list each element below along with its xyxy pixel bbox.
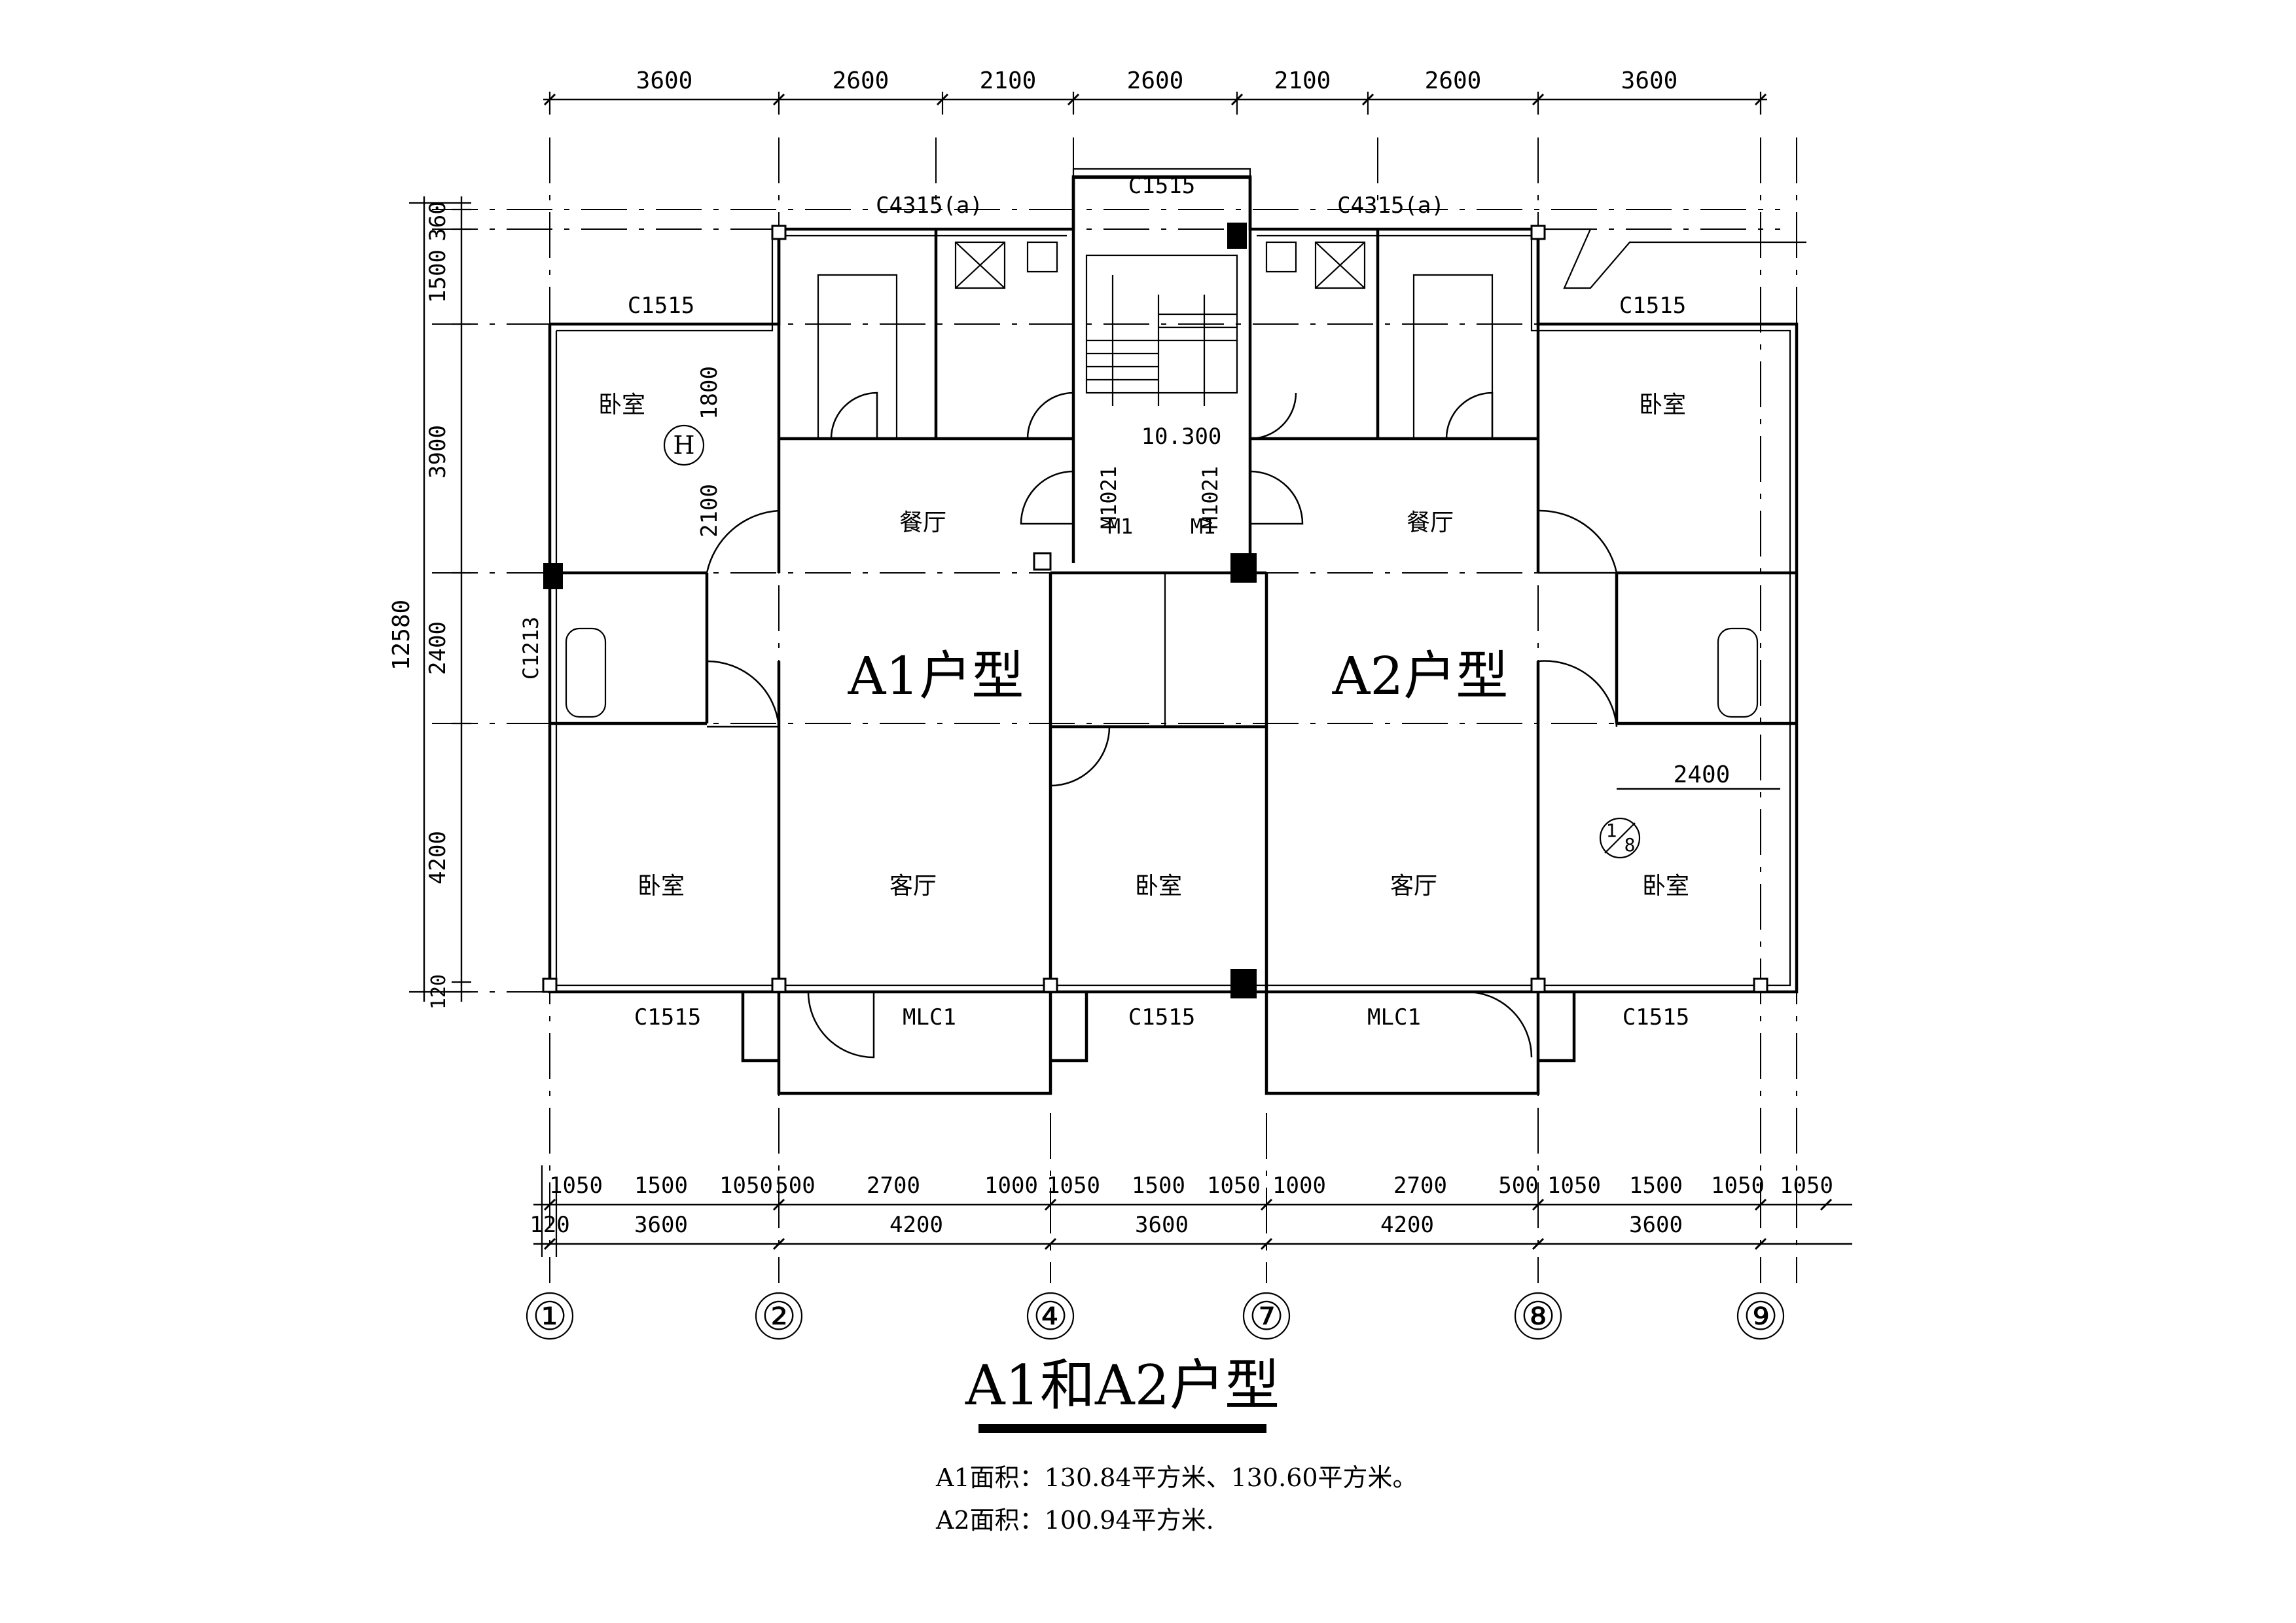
dim-bottom-d14: 1500 — [1629, 1173, 1683, 1199]
dim-bottom-d6: 1000 — [984, 1173, 1038, 1199]
dim-bottom-m5: 4200 — [1380, 1212, 1434, 1238]
room-bedroom-bottom-middle: 卧室 — [1135, 873, 1182, 900]
unit-label-a1: A1户型 — [848, 646, 1024, 706]
unit-label-a2: A2户型 — [1332, 646, 1509, 706]
dim-bottom-d1: 1050 — [549, 1173, 603, 1199]
dim-left-4200: 4200 — [425, 831, 451, 884]
bottom-dimension-chains: 1050 1500 1050 500 2700 1000 1050 1500 1… — [529, 1165, 1852, 1257]
dim-left-1500: 1500 — [425, 249, 451, 303]
window-c1515-bottom-2: C1515 — [1128, 1004, 1195, 1030]
window-c1515-bottom-3: C1515 — [1623, 1004, 1689, 1030]
window-c1213: C1213 — [518, 617, 543, 680]
left-dimension-chain: 360 1500 1800 2100 3900 2400 4200 120 12… — [388, 196, 723, 1010]
window-c1515-top-right: C1515 — [1619, 293, 1686, 319]
note-a2-area: A2面积：100.94平方米. — [935, 1506, 1214, 1535]
dim-top-6: 2600 — [1425, 67, 1482, 94]
room-dining-left: 餐厅 — [899, 509, 946, 536]
detail-reference: 1 8 — [1599, 817, 1641, 859]
dim-bottom-d5: 2700 — [867, 1173, 920, 1199]
axis-9: ⑨ — [1743, 1294, 1778, 1340]
dim-bottom-d10: 1000 — [1272, 1173, 1326, 1199]
dim-top-5: 2100 — [1274, 67, 1331, 94]
drawing-title: A1和A2户型 — [965, 1353, 1280, 1417]
window-c1515-bottom-1: C1515 — [634, 1004, 701, 1030]
room-bedroom-top-left: 卧室 — [598, 392, 645, 418]
dim-bottom-d11: 2700 — [1393, 1173, 1447, 1199]
walls — [548, 168, 1806, 1095]
dim-bottom-d12: 500 — [1498, 1173, 1538, 1199]
dim-left-360: 360 — [425, 201, 451, 241]
dim-left-3900: 3900 — [425, 425, 451, 479]
axis-8: ⑧ — [1520, 1294, 1556, 1340]
axis-2: ② — [761, 1294, 797, 1340]
door-labels: M1021 M1021 M1 M1 10.300 — [1096, 424, 1223, 539]
dim-bottom-d13: 1050 — [1547, 1173, 1601, 1199]
svg-text:H: H — [673, 431, 694, 460]
room-names: 卧室 餐厅 餐厅 卧室 卧室 客厅 卧室 客厅 卧室 — [598, 392, 1689, 900]
dim-bottom-d2: 1500 — [634, 1173, 688, 1199]
svg-text:2400: 2400 — [1674, 761, 1731, 788]
window-c4315-right: C4315(a) — [1337, 192, 1444, 219]
dim-bottom-d15: 1050 — [1711, 1173, 1765, 1199]
dim-top-1: 3600 — [636, 67, 693, 94]
columns — [542, 223, 1768, 998]
door-swings — [706, 392, 1618, 1059]
dim-left-2400: 2400 — [425, 621, 451, 675]
door-m1021-left: M1021 — [1096, 466, 1121, 529]
dim-top-3: 2100 — [980, 67, 1037, 94]
axis-7: ⑦ — [1249, 1294, 1284, 1340]
room-living-right: 客厅 — [1390, 873, 1437, 900]
dim-left-1800: 1800 — [696, 366, 723, 420]
window-labels: C4315(a) C4315(a) C1515 C1515 C1515 C121… — [518, 173, 1689, 1030]
dim-left-2100: 2100 — [696, 484, 723, 538]
door-m1-right: M1 — [1191, 514, 1216, 539]
dim-bottom-d16: 1050 — [1780, 1173, 1833, 1199]
right-bay-dimension: 2400 — [1617, 761, 1780, 790]
room-bedroom-bottom-right: 卧室 — [1642, 873, 1689, 900]
dim-bottom-d7: 1050 — [1047, 1173, 1100, 1199]
dim-bottom-d4: 500 — [775, 1173, 815, 1199]
room-bedroom-top-right: 卧室 — [1639, 392, 1686, 418]
dim-bottom-d9: 1050 — [1207, 1173, 1261, 1199]
dim-left-total: 12580 — [388, 600, 415, 670]
elevation-mark: 10.300 — [1141, 424, 1222, 450]
svg-text:8: 8 — [1624, 834, 1636, 856]
door-m1021-right: M1021 — [1198, 466, 1223, 529]
dim-top-4: 2600 — [1127, 67, 1184, 94]
dim-bottom-m1: 120 — [529, 1212, 569, 1238]
dim-bottom-d3: 1050 — [719, 1173, 773, 1199]
dim-bottom-m2: 3600 — [634, 1212, 688, 1238]
axis-4: ④ — [1033, 1294, 1068, 1340]
top-dimension-chain: 3600 2600 2100 2600 2100 2600 3600 — [543, 67, 1767, 115]
room-bedroom-bottom-left: 卧室 — [637, 873, 685, 900]
dim-top-7: 3600 — [1621, 67, 1678, 94]
window-c4315-left: C4315(a) — [876, 192, 983, 219]
title-underline — [978, 1424, 1266, 1433]
svg-text:1: 1 — [1606, 820, 1617, 841]
door-m1-left: M1 — [1108, 514, 1134, 539]
window-mlc1-bottom-1: MLC1 — [903, 1004, 956, 1030]
dim-bottom-d8: 1500 — [1132, 1173, 1185, 1199]
room-living-left: 客厅 — [889, 873, 937, 900]
axis-1: ① — [532, 1294, 567, 1340]
dim-bottom-m4: 3600 — [1135, 1212, 1189, 1238]
window-c1515-top-left: C1515 — [628, 293, 694, 319]
window-c1515-stair: C1515 — [1128, 173, 1195, 199]
window-mlc1-bottom-2: MLC1 — [1367, 1004, 1421, 1030]
dim-bottom-m6: 3600 — [1629, 1212, 1683, 1238]
dim-top-2: 2600 — [833, 67, 889, 94]
note-a1-area: A1面积：130.84平方米、130.60平方米。 — [935, 1463, 1418, 1492]
axis-bubbles: ① ② ④ ⑦ ⑧ ⑨ — [526, 1292, 1785, 1340]
grid-bubble-h: H — [663, 424, 705, 466]
room-dining-right: 餐厅 — [1407, 509, 1454, 536]
dim-bottom-m3: 4200 — [889, 1212, 943, 1238]
dim-left-120: 120 — [427, 974, 450, 1010]
